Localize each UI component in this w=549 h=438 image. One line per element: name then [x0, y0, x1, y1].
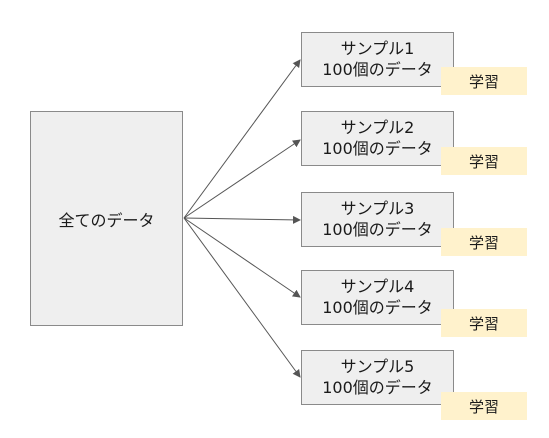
all-data-label: 全てのデータ — [58, 210, 155, 230]
sample-box-2: サンプル2 100個のデータ — [301, 111, 454, 166]
sample-box-4: サンプル4 100個のデータ — [301, 270, 454, 325]
sample-title: サンプル4 — [340, 277, 415, 296]
learn-tag-4: 学習 — [441, 309, 527, 337]
sample-subtitle: 100個のデータ — [322, 378, 433, 397]
sample-box-1: サンプル1 100個のデータ — [301, 32, 454, 87]
arrow-to-sample-4 — [183, 217, 301, 298]
sample-title: サンプル1 — [340, 39, 415, 58]
arrow-to-sample-2 — [183, 139, 301, 219]
learn-tag-2: 学習 — [441, 147, 527, 175]
sample-subtitle: 100個のデータ — [322, 60, 433, 79]
learn-tag-1: 学習 — [441, 67, 527, 95]
sample-subtitle: 100個のデータ — [322, 139, 433, 158]
arrow-to-sample-3 — [183, 215, 301, 224]
learn-tag-3: 学習 — [441, 228, 527, 256]
sample-subtitle: 100個のデータ — [322, 298, 433, 317]
learn-tag-5: 学習 — [441, 392, 527, 420]
all-data-box: 全てのデータ — [30, 111, 183, 326]
sample-box-3: サンプル3 100個のデータ — [301, 192, 454, 247]
sample-box-5: サンプル5 100個のデータ — [301, 350, 454, 405]
sample-title: サンプル5 — [340, 357, 415, 376]
sample-title: サンプル2 — [340, 118, 415, 137]
sample-subtitle: 100個のデータ — [322, 220, 433, 239]
arrow-to-sample-5 — [183, 217, 301, 378]
sample-title: サンプル3 — [340, 199, 415, 218]
arrow-to-sample-1 — [183, 59, 301, 219]
